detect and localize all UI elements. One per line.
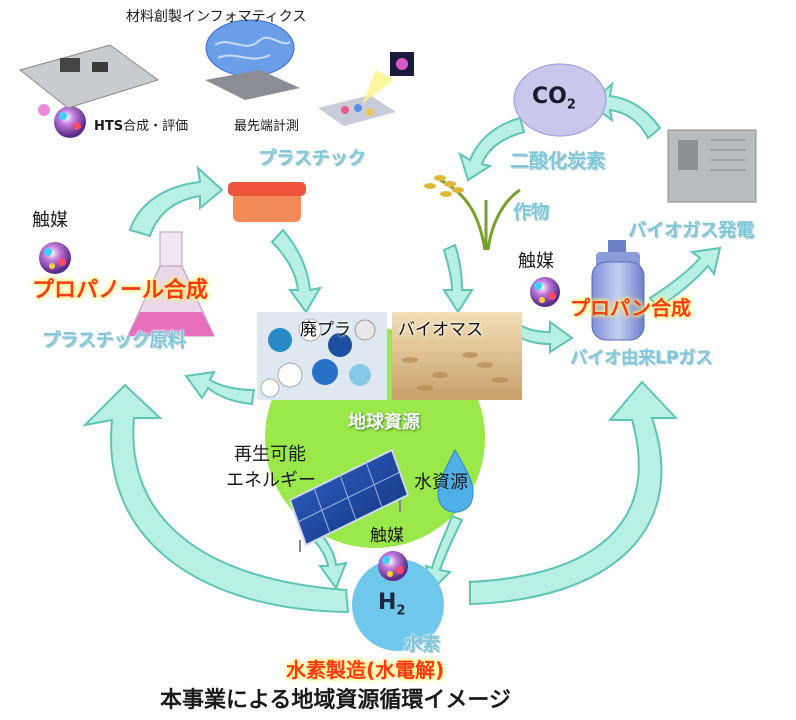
bio-lpg-label: バイオ由来LPガス [570, 348, 713, 368]
renewable-line2: エネルギー [226, 470, 316, 491]
catalyst-molecule-left [39, 242, 71, 274]
co2-text: CO2 [532, 84, 576, 113]
biomass-label: バイオマス [398, 320, 483, 340]
gas-tank-icon [591, 240, 645, 341]
arrow-co2-to-crops [458, 116, 526, 182]
catalyst-molecule-hts [38, 104, 86, 138]
catalyst-molecule-bottom [378, 551, 408, 581]
biomass-photo [392, 312, 522, 400]
electrolysis-label: 水素製造(水電解) [286, 658, 445, 682]
crops-label: 作物 [513, 202, 549, 223]
hts-bold-text: HTS [94, 119, 124, 134]
co2-sub: 2 [566, 97, 576, 113]
catalyst-right-label: 触媒 [518, 251, 554, 272]
arrow-to-plastic [128, 165, 224, 238]
propane-label: プロパン合成 [570, 296, 691, 320]
measurement-device-image [318, 52, 414, 126]
hydrogen-label: 水素 [404, 634, 440, 655]
plastic-material-label: プラスチック原料 [42, 330, 186, 351]
hts-label: HTS合成・評価 [94, 120, 188, 133]
plastic-container-icon [228, 182, 306, 222]
propanol-label: プロパノール合成 [32, 278, 209, 303]
arrow-to-waste [270, 228, 322, 314]
catalyst-bottom-label: 触媒 [370, 526, 404, 546]
flask-icon [127, 231, 215, 337]
catalyst-left-label: 触媒 [32, 210, 68, 231]
carbon-dioxide-label: 二酸化炭素 [510, 150, 606, 172]
hts-rest-text: 合成・評価 [123, 119, 189, 134]
arrow-renewable-to-h2 [308, 528, 348, 591]
caption: 本事業による地域資源循環イメージ [160, 688, 511, 713]
h2-sub: 2 [396, 603, 406, 619]
water-drop-icon [437, 448, 474, 513]
earth-resources-label: 地球資源 [348, 412, 420, 433]
loop-arrows [82, 81, 722, 614]
biomass-grains [402, 352, 508, 391]
arrow-to-plastic-material [184, 370, 256, 406]
h2-text: H2 [378, 590, 406, 619]
arrow-to-biogas [648, 246, 722, 310]
h2-main: H [378, 590, 397, 615]
hts-equipment-image [18, 44, 160, 109]
rice-grains-icon [424, 175, 464, 197]
plastic-label: プラスチック [258, 148, 366, 169]
arrow-right-loop [469, 380, 679, 606]
renewable-line1: 再生可能 [234, 444, 306, 465]
informatics-title: 材料創製インフォマティクス [126, 9, 307, 25]
generator-icon [667, 129, 757, 203]
arrow-left-loop [82, 383, 350, 614]
solar-panel-icon [288, 448, 410, 552]
h2-circle [352, 559, 444, 651]
arrow-to-propane [512, 320, 574, 354]
waste-plastic-label: 廃プラ [300, 320, 351, 340]
co2-circle [513, 63, 607, 137]
rice-plant-icon [439, 178, 521, 251]
water-resource-label: 水資源 [414, 472, 468, 493]
measurement-label: 最先端計測 [234, 119, 300, 134]
waste-plastic-photo [257, 312, 387, 400]
biogas-power-label: バイオガス発電 [628, 220, 754, 241]
brain-icon [205, 19, 300, 100]
co2-main: CO [532, 84, 567, 109]
catalyst-molecule-right [530, 277, 560, 307]
arrow-to-biomass [442, 243, 474, 314]
